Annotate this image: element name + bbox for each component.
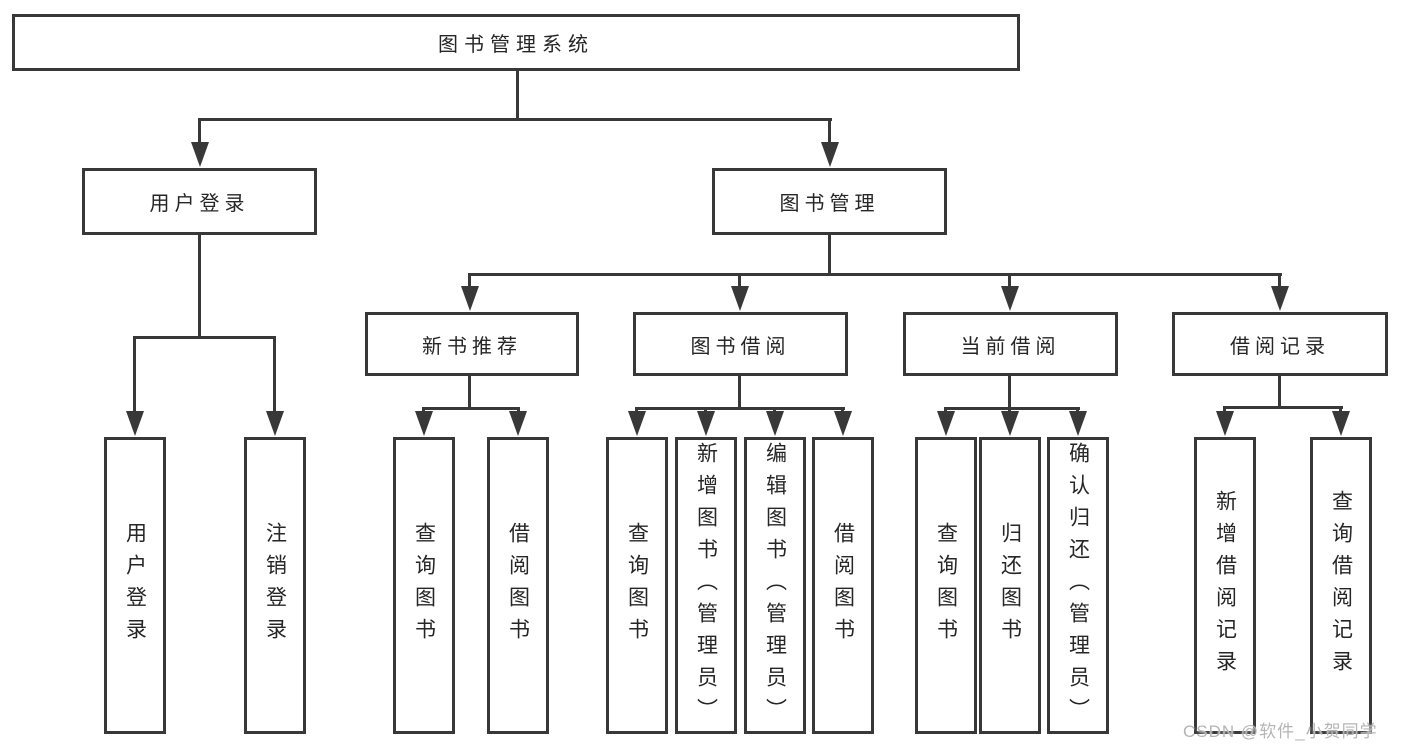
leaf-query-books-current: 查询图书 xyxy=(915,437,977,734)
arrow-down-icon xyxy=(191,142,209,167)
connector-newbook-stem xyxy=(468,376,471,409)
node-book-borrowing-label: 图书借阅 xyxy=(690,335,791,358)
leaf-query-borrow-record-label: 查询借阅记录 xyxy=(1329,489,1353,682)
leaf-borrow-books-borrowing-label: 借阅图书 xyxy=(831,521,855,650)
arrow-down-icon xyxy=(1001,286,1019,311)
connector-current-drop-1 xyxy=(944,407,947,413)
leaf-return-books-label: 归还图书 xyxy=(998,521,1022,650)
node-user-login-group-label: 用户登录 xyxy=(149,193,250,215)
connector-root-drop-right xyxy=(828,118,831,143)
connector-bookmgmt-drop-2 xyxy=(738,273,741,287)
arrow-down-icon xyxy=(731,286,749,311)
connector-borrowing-drop-3 xyxy=(773,407,776,413)
node-borrow-records-label: 借阅记录 xyxy=(1230,335,1330,358)
connector-newbook-drop-2 xyxy=(517,407,520,413)
arrow-down-icon xyxy=(509,411,527,436)
arrow-down-icon xyxy=(628,411,646,436)
arrow-down-icon xyxy=(1332,411,1350,436)
connector-borrowing-drop-1 xyxy=(635,407,638,413)
node-book-management-label: 图书管理 xyxy=(779,193,880,215)
connector-bookmgmt-drop-1 xyxy=(468,273,471,287)
leaf-query-books-borrowing: 查询图书 xyxy=(606,437,668,734)
arrow-down-icon xyxy=(1271,286,1289,311)
arrow-down-icon xyxy=(766,411,784,436)
leaf-add-books-admin-label: 新增图书（管理员） xyxy=(694,441,718,730)
connector-borrowing-bar xyxy=(635,407,845,410)
leaf-confirm-return-admin-label: 确认归还（管理员） xyxy=(1066,441,1090,730)
connector-root-bar xyxy=(199,118,832,121)
node-library-system: 图书管理系统 xyxy=(12,14,1020,71)
node-current-borrowing-label: 当前借阅 xyxy=(960,335,1061,358)
connector-bookmgmt-drop-3 xyxy=(1008,273,1011,287)
connector-newbook-bar xyxy=(422,407,520,410)
node-borrow-records: 借阅记录 xyxy=(1172,312,1388,376)
connector-borrowing-drop-2 xyxy=(704,407,707,413)
connector-bookmgmt-stem xyxy=(828,235,831,275)
leaf-confirm-return-admin: 确认归还（管理员） xyxy=(1047,437,1109,734)
node-user-login-group: 用户登录 xyxy=(82,168,317,235)
arrow-down-icon xyxy=(697,411,715,436)
leaf-borrow-books-recommend-label: 借阅图书 xyxy=(506,521,530,650)
connector-userlogin-bar xyxy=(133,336,276,339)
connector-records-drop-1 xyxy=(1223,406,1226,413)
node-book-borrowing: 图书借阅 xyxy=(633,312,848,376)
connector-records-stem xyxy=(1278,376,1281,408)
leaf-user-login: 用户登录 xyxy=(104,437,166,734)
node-new-book-recommend: 新书推荐 xyxy=(365,312,579,376)
connector-current-drop-2 xyxy=(1008,407,1011,413)
node-book-management: 图书管理 xyxy=(712,168,947,235)
connector-root-drop-left xyxy=(198,118,201,143)
node-library-system-label: 图书管理系统 xyxy=(438,34,594,56)
leaf-edit-books-admin: 编辑图书（管理员） xyxy=(744,437,806,734)
node-current-borrowing: 当前借阅 xyxy=(903,312,1118,376)
connector-userlogin-drop-2 xyxy=(273,336,276,412)
connector-userlogin-drop-1 xyxy=(133,336,136,412)
arrow-down-icon xyxy=(126,411,144,436)
arrow-down-icon xyxy=(937,411,955,436)
arrow-down-icon xyxy=(266,411,284,436)
leaf-borrow-books-recommend: 借阅图书 xyxy=(487,437,549,734)
leaf-add-books-admin: 新增图书（管理员） xyxy=(675,437,737,734)
connector-bookmgmt-drop-4 xyxy=(1278,273,1281,287)
connector-newbook-drop-1 xyxy=(422,407,425,413)
arrow-down-icon xyxy=(821,142,839,167)
connector-records-bar xyxy=(1223,406,1343,409)
connector-current-stem xyxy=(1008,376,1011,409)
arrow-down-icon xyxy=(1216,411,1234,436)
leaf-edit-books-admin-label: 编辑图书（管理员） xyxy=(763,441,787,730)
leaf-return-books: 归还图书 xyxy=(979,437,1041,734)
node-new-book-recommend-label: 新书推荐 xyxy=(422,335,522,358)
connector-records-drop-2 xyxy=(1339,406,1342,413)
connector-current-bar xyxy=(944,407,1080,410)
leaf-logout: 注销登录 xyxy=(244,437,306,734)
leaf-query-borrow-record: 查询借阅记录 xyxy=(1310,437,1372,734)
connector-bookmgmt-bar xyxy=(468,273,1282,276)
leaf-query-books-current-label: 查询图书 xyxy=(934,521,958,650)
connector-userlogin-stem xyxy=(198,235,201,338)
leaf-query-books-recommend-label: 查询图书 xyxy=(412,521,436,650)
connector-borrowing-drop-4 xyxy=(841,407,844,413)
arrow-down-icon xyxy=(461,286,479,311)
arrow-down-icon xyxy=(834,411,852,436)
connector-borrowing-stem xyxy=(738,376,741,409)
leaf-add-borrow-record: 新增借阅记录 xyxy=(1194,437,1256,734)
leaf-user-login-label: 用户登录 xyxy=(123,521,147,650)
leaf-query-books-recommend: 查询图书 xyxy=(393,437,455,734)
leaf-borrow-books-borrowing: 借阅图书 xyxy=(812,437,874,734)
leaf-logout-label: 注销登录 xyxy=(263,521,287,650)
leaf-add-borrow-record-label: 新增借阅记录 xyxy=(1213,489,1237,682)
arrow-down-icon xyxy=(1001,411,1019,436)
connector-current-drop-3 xyxy=(1076,407,1079,413)
connector-root-stem xyxy=(516,71,519,119)
leaf-query-books-borrowing-label: 查询图书 xyxy=(625,521,649,650)
csdn-watermark: CSDN @软件_小贺同学 xyxy=(1183,722,1378,741)
arrow-down-icon xyxy=(1069,411,1087,436)
arrow-down-icon xyxy=(415,411,433,436)
